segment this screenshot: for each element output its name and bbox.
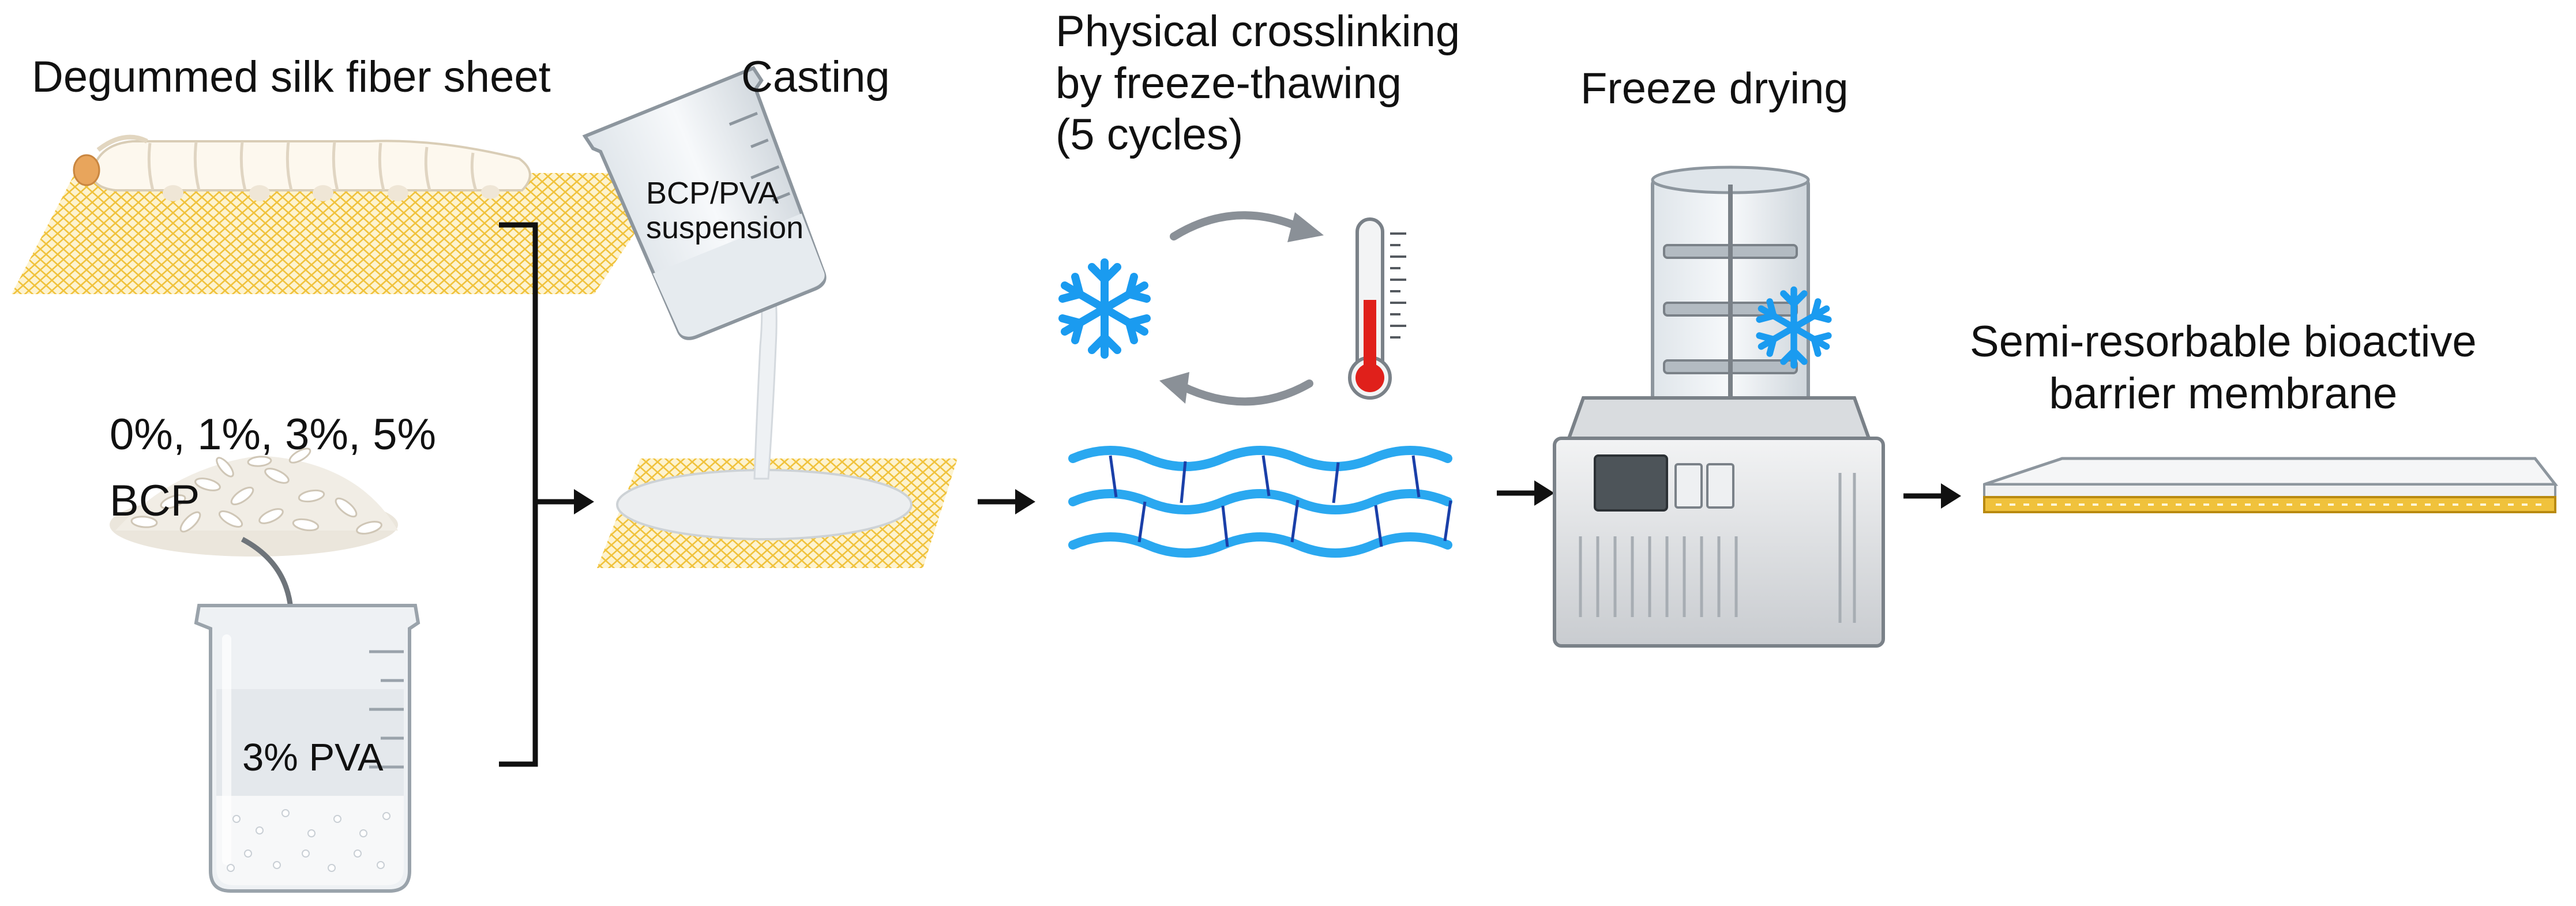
membrane-label: Semi-resorbable bioactive barrier membra… (1970, 317, 2477, 418)
hydrogel-network (1068, 446, 1452, 558)
silkworm-icon (73, 134, 531, 201)
bcp-concentrations-label: 0%, 1%, 3%, 5% (110, 410, 437, 459)
cycle-arrows (1170, 211, 1313, 406)
cycle-arrowheads (1159, 212, 1324, 404)
input-bracket (499, 222, 538, 767)
membrane-icon (1983, 457, 2559, 513)
thermometer-icon (1348, 217, 1406, 400)
suspension-label: BCP/PVA suspension (646, 176, 804, 246)
snowflake-icon (1062, 262, 1147, 355)
arrow-4 (1903, 483, 1961, 509)
casting-label: Casting (741, 52, 890, 101)
crosslinking-label: Physical crosslinking by freeze-thawing … (1056, 7, 1460, 160)
freeze-dryer-icon (1553, 166, 1885, 648)
silk-sheet-label: Degummed silk fiber sheet (32, 52, 551, 101)
bcp-powder-icon (110, 448, 398, 557)
freeze-drying-label: Freeze drying (1580, 64, 1849, 113)
pouring-beaker-icon (582, 66, 827, 340)
arrow-1 (535, 489, 594, 514)
pva-label: 3% PVA (242, 736, 384, 779)
arrow-2 (978, 489, 1035, 514)
silk-sheet (12, 173, 675, 294)
arrow-3 (1497, 480, 1554, 506)
bcp-label: BCP (110, 476, 200, 525)
casting-sheet (597, 458, 957, 568)
beaker-icon (194, 604, 420, 893)
